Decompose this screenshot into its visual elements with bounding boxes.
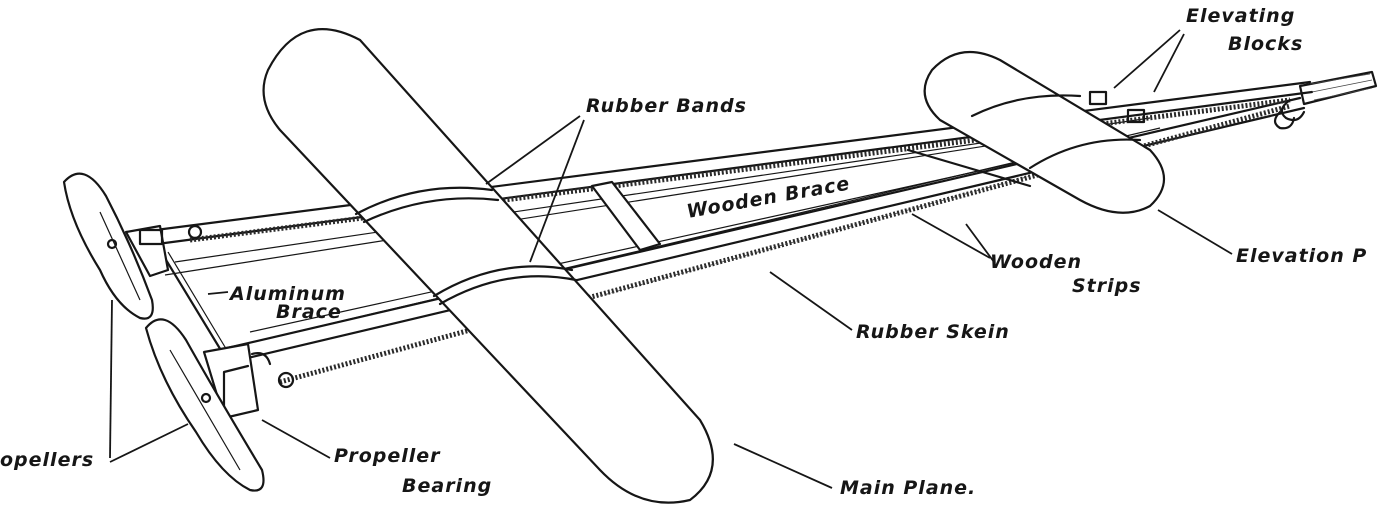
wooden-strips-label-line2: Strips	[1072, 275, 1142, 297]
aluminum-brace-label-line2: Brace	[276, 301, 342, 323]
propellers-shape	[62, 172, 265, 492]
propeller-bearing-blocks	[124, 224, 295, 420]
wooden-strips-label-line1: Wooden	[990, 251, 1082, 273]
aluminum-brace-shape	[158, 248, 229, 354]
propeller-bearing-label-line1: Propeller	[334, 445, 441, 467]
elevation-plane-label: Elevation P	[1236, 245, 1367, 267]
propellers-label: opellers	[0, 449, 94, 471]
wooden-brace-shape	[590, 148, 1032, 252]
nose-hook	[1273, 70, 1378, 130]
main-plane-label: Main Plane.	[840, 477, 976, 499]
rubber-skein-label: Rubber Skein	[856, 321, 1010, 343]
main-plane-shape	[262, 28, 714, 504]
propeller-bearing-label-line2: Bearing	[402, 475, 492, 497]
aluminum-brace-label-line1: Aluminum	[228, 283, 346, 305]
elevation-plane-shape	[923, 50, 1165, 214]
leader-arrows	[109, 29, 1233, 489]
elevating-blocks-label-line1: Elevating	[1186, 5, 1295, 27]
rubber-bands-label: Rubber Bands	[586, 95, 747, 117]
elevating-blocks-label-line2: Blocks	[1228, 33, 1303, 55]
